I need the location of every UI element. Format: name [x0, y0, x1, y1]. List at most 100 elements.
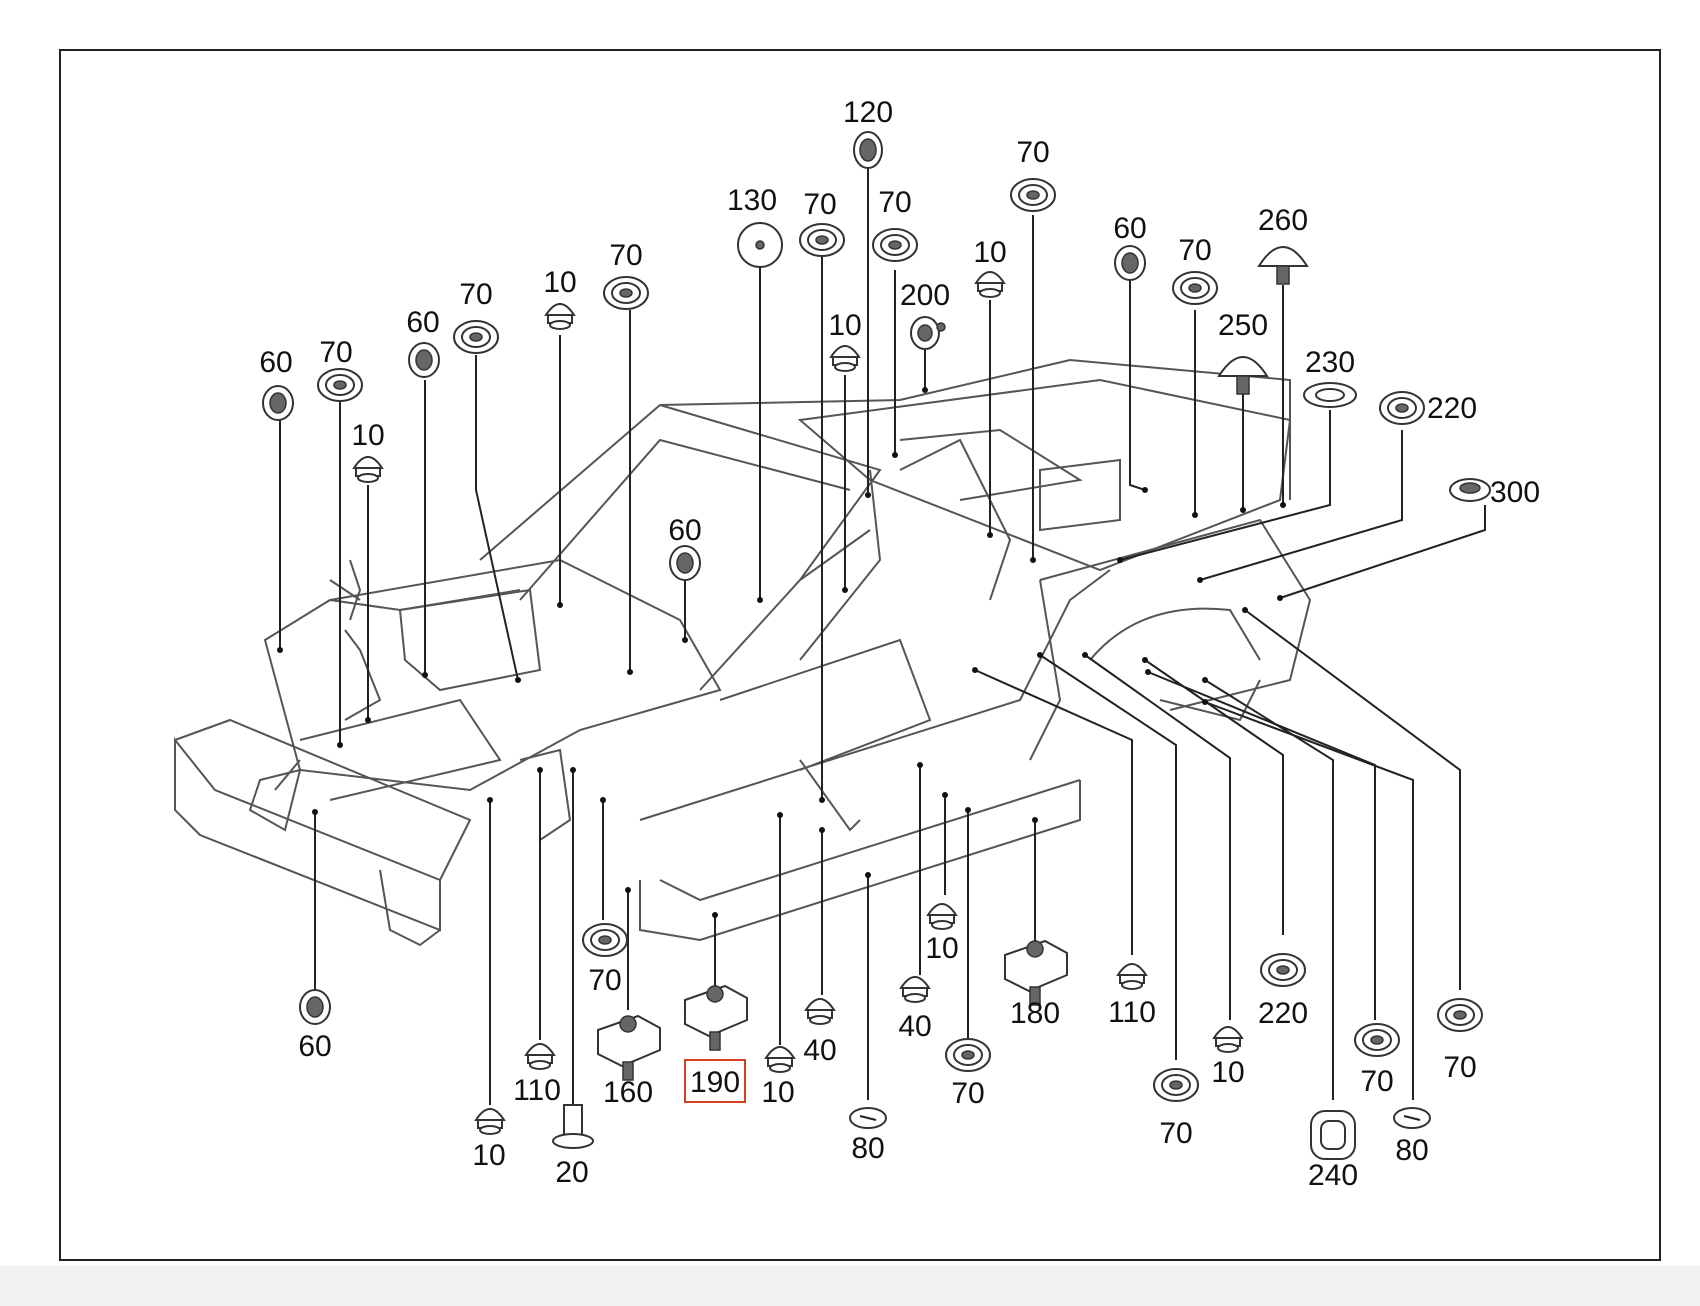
- part-label-70[interactable]: 70: [1360, 1065, 1393, 1098]
- part-70-grommet-icon[interactable]: [872, 228, 918, 262]
- part-10-plug-icon[interactable]: [829, 345, 861, 372]
- part-160-mount-icon[interactable]: [597, 1014, 661, 1081]
- leader-dot-70: [1145, 669, 1151, 675]
- part-label-190[interactable]: 190: [690, 1066, 740, 1099]
- part-label-10[interactable]: 10: [351, 419, 384, 452]
- part-label-10[interactable]: 10: [543, 266, 576, 299]
- leader-dot-10: [487, 797, 493, 803]
- part-70-grommet-icon[interactable]: [945, 1038, 991, 1072]
- part-label-60[interactable]: 60: [298, 1030, 331, 1063]
- leader-line-300: [1279, 505, 1486, 599]
- leader-line-10: [1084, 654, 1231, 1020]
- part-label-40[interactable]: 40: [898, 1010, 931, 1043]
- part-10-plug-icon[interactable]: [544, 303, 576, 330]
- part-10-plug-icon[interactable]: [764, 1046, 796, 1073]
- part-70-grommet-icon[interactable]: [317, 368, 363, 402]
- part-label-70[interactable]: 70: [951, 1077, 984, 1110]
- part-label-120[interactable]: 120: [843, 96, 893, 129]
- part-label-130[interactable]: 130: [727, 184, 777, 217]
- part-label-220[interactable]: 220: [1258, 997, 1308, 1030]
- part-label-70[interactable]: 70: [803, 188, 836, 221]
- part-60-grommet-small-icon[interactable]: [408, 342, 440, 378]
- part-label-60[interactable]: 60: [406, 306, 439, 339]
- part-label-180[interactable]: 180: [1010, 997, 1060, 1030]
- part-10-plug-icon[interactable]: [474, 1108, 506, 1135]
- part-20-pin-icon[interactable]: [552, 1104, 594, 1149]
- leader-dot-80: [865, 872, 871, 878]
- part-40-plug-icon[interactable]: [899, 976, 931, 1003]
- part-label-10[interactable]: 10: [472, 1139, 505, 1172]
- part-label-70[interactable]: 70: [459, 278, 492, 311]
- leader-dot-70: [515, 677, 521, 683]
- part-label-70[interactable]: 70: [588, 964, 621, 997]
- part-250-mushroom-icon[interactable]: [1217, 356, 1269, 395]
- part-label-80[interactable]: 80: [851, 1132, 884, 1165]
- part-70-grommet-icon[interactable]: [1354, 1023, 1400, 1057]
- part-70-grommet-icon[interactable]: [582, 923, 628, 957]
- part-label-70[interactable]: 70: [319, 336, 352, 369]
- part-label-200[interactable]: 200: [900, 279, 950, 312]
- part-label-250[interactable]: 250: [1218, 309, 1268, 342]
- part-10-plug-icon[interactable]: [352, 456, 384, 483]
- part-label-60[interactable]: 60: [259, 346, 292, 379]
- part-label-10[interactable]: 10: [973, 236, 1006, 269]
- part-120-grommet-tall-icon[interactable]: [853, 131, 883, 169]
- part-70-grommet-icon[interactable]: [1172, 271, 1218, 305]
- part-300-grommet-flat-icon[interactable]: [1449, 478, 1491, 502]
- part-10-plug-icon[interactable]: [974, 271, 1006, 298]
- part-label-70[interactable]: 70: [1178, 234, 1211, 267]
- leader-dot-10: [1082, 652, 1088, 658]
- part-110-plug-icon[interactable]: [1116, 963, 1148, 990]
- part-200-clip-icon[interactable]: [910, 316, 946, 350]
- part-label-20[interactable]: 20: [555, 1156, 588, 1189]
- part-label-300[interactable]: 300: [1490, 476, 1540, 509]
- part-label-110[interactable]: 110: [1108, 996, 1156, 1029]
- part-label-260[interactable]: 260: [1258, 204, 1308, 237]
- part-label-110[interactable]: 110: [513, 1074, 561, 1107]
- diagram-frame: [59, 49, 1661, 1261]
- labels-layer: 120 130 70 70 70 200 10 10 60 70 260 250 230 220 300 60…: [259, 96, 1540, 1192]
- part-label-10[interactable]: 10: [761, 1076, 794, 1109]
- part-label-220[interactable]: 220: [1427, 392, 1477, 425]
- part-80-disc-icon[interactable]: [849, 1107, 887, 1129]
- part-label-70[interactable]: 70: [1443, 1051, 1476, 1084]
- part-70-grommet-icon[interactable]: [1010, 178, 1056, 212]
- part-label-70[interactable]: 70: [1159, 1117, 1192, 1150]
- part-60-grommet-small-icon[interactable]: [1114, 245, 1146, 281]
- part-220-grommet-icon[interactable]: [1260, 953, 1306, 987]
- part-label-230[interactable]: 230: [1305, 346, 1355, 379]
- part-70-grommet-icon[interactable]: [453, 320, 499, 354]
- part-label-10[interactable]: 10: [925, 932, 958, 965]
- part-80-disc-icon[interactable]: [1393, 1107, 1431, 1129]
- part-190-mount-icon[interactable]: [684, 984, 748, 1051]
- part-70-grommet-icon[interactable]: [799, 223, 845, 257]
- part-70-grommet-icon[interactable]: [603, 276, 649, 310]
- part-60-grommet-small-icon[interactable]: [262, 385, 294, 421]
- part-label-70[interactable]: 70: [609, 239, 642, 272]
- part-label-160[interactable]: 160: [603, 1076, 653, 1109]
- part-label-80[interactable]: 80: [1395, 1134, 1428, 1167]
- part-label-70[interactable]: 70: [1016, 136, 1049, 169]
- part-180-mount-icon[interactable]: [1004, 939, 1068, 1006]
- part-220-grommet-icon[interactable]: [1379, 391, 1425, 425]
- part-10-plug-icon[interactable]: [1212, 1026, 1244, 1053]
- part-label-40[interactable]: 40: [803, 1034, 836, 1067]
- part-230-washer-icon[interactable]: [1303, 382, 1357, 408]
- part-60-grommet-small-icon[interactable]: [669, 545, 701, 581]
- part-label-240[interactable]: 240: [1308, 1159, 1358, 1192]
- part-70-grommet-icon[interactable]: [1153, 1068, 1199, 1102]
- part-label-10[interactable]: 10: [1211, 1056, 1244, 1089]
- part-label-60[interactable]: 60: [668, 514, 701, 547]
- part-40-plug-icon[interactable]: [804, 998, 836, 1025]
- part-label-70[interactable]: 70: [878, 186, 911, 219]
- part-10-plug-icon[interactable]: [926, 903, 958, 930]
- part-240-square-grommet-icon[interactable]: [1310, 1110, 1356, 1160]
- part-70-grommet-icon[interactable]: [1437, 998, 1483, 1032]
- part-260-mushroom-icon[interactable]: [1257, 246, 1309, 285]
- part-label-10[interactable]: 10: [828, 309, 861, 342]
- part-60-grommet-small-icon[interactable]: [299, 989, 331, 1025]
- part-130-cap-icon[interactable]: [737, 222, 783, 268]
- part-110-plug-icon[interactable]: [524, 1043, 556, 1070]
- part-label-60[interactable]: 60: [1113, 212, 1146, 245]
